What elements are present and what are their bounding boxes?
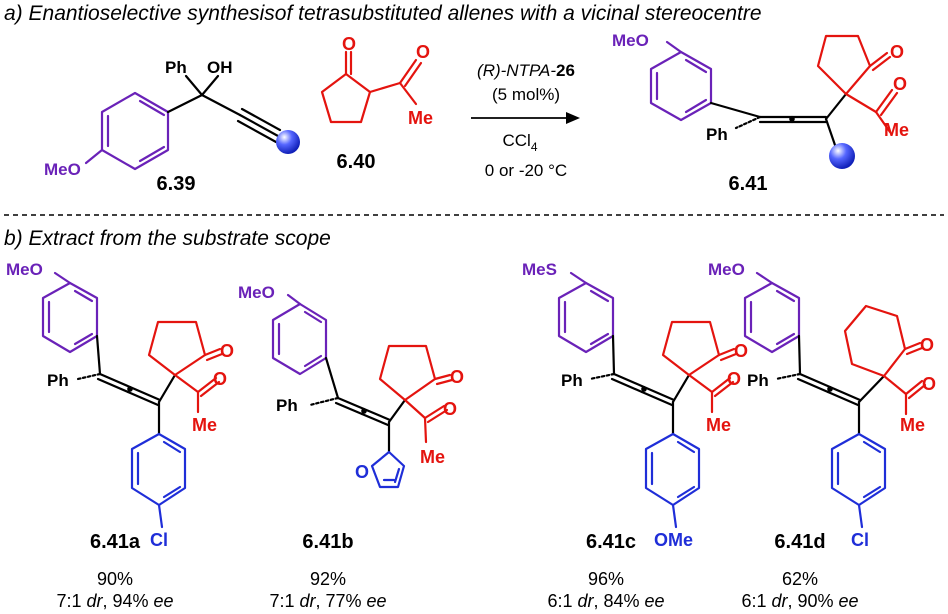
acetyl-o-label: O: [893, 74, 907, 94]
bottom-substituent-label: Cl: [150, 530, 168, 550]
compound-6-40-label: 6.40: [337, 151, 376, 173]
catalyst-loading-label: (5 mol%): [492, 85, 560, 104]
yield-label: 92%: [310, 569, 346, 589]
meo-label: MeO: [44, 160, 81, 179]
compound-6-39-label: 6.39: [157, 173, 196, 195]
ketone-o-label: O: [734, 341, 748, 361]
compound-6-41-label: 6.41: [729, 173, 768, 195]
oh-label: OH: [207, 58, 233, 77]
compound-id: 6.41a: [90, 531, 141, 553]
selectivity-label: 7:1 dr, 94% ee: [56, 591, 173, 611]
ketone-o-label: O: [450, 367, 464, 387]
reactant-6-40: O O Me 6.40: [320, 34, 433, 173]
section-a-title: a) Enantioselective synthesisof tetrasub…: [4, 2, 762, 25]
ketone-o-label: O: [220, 341, 234, 361]
product-6-41: MeO Ph O O Me 6.41: [612, 31, 909, 195]
yield-label: 90%: [97, 569, 133, 589]
me-label: Me: [192, 415, 217, 435]
top-substituent-label: MeO: [6, 260, 43, 279]
bottom-substituent-label: OMe: [654, 530, 693, 550]
ph-label: Ph: [276, 396, 298, 415]
ph-label: Ph: [561, 371, 583, 390]
ph-label: Ph: [47, 371, 69, 390]
top-substituent-label: MeO: [708, 260, 745, 279]
ketone-o-label: O: [920, 335, 934, 355]
me-label: Me: [706, 415, 731, 435]
me-label: Me: [408, 108, 433, 128]
me-label: Me: [884, 120, 909, 140]
meo-label: MeO: [612, 31, 649, 50]
yield-label: 62%: [782, 569, 818, 589]
acetyl-o-label: O: [727, 369, 741, 389]
compound-6-41a: MeO Ph O O Me Cl 6.41a 90% 7:1 dr, 94% e…: [6, 260, 234, 611]
me-label: Me: [900, 415, 925, 435]
compound-id: 6.41d: [774, 531, 825, 553]
ph-label: Ph: [706, 125, 728, 144]
selectivity-label: 6:1 dr, 90% ee: [741, 591, 858, 611]
ketone-o-label: O: [890, 42, 904, 62]
selectivity-label: 7:1 dr, 77% ee: [269, 591, 386, 611]
compound-6-41b: MeO Ph O O Me O 6.41b 92% 7:1 dr, 77% ee: [238, 283, 464, 611]
top-substituent-label: MeS: [522, 260, 557, 279]
ph-label: Ph: [165, 58, 187, 77]
acetyl-o-label: O: [443, 399, 457, 419]
furan-o-label: O: [355, 462, 369, 482]
ph-label: Ph: [747, 371, 769, 390]
acetyl-o-label: O: [213, 369, 227, 389]
acetyl-o-label: O: [416, 42, 430, 62]
selectivity-label: 6:1 dr, 84% ee: [547, 591, 664, 611]
top-substituent-label: MeO: [238, 283, 275, 302]
bottom-substituent-label: Cl: [851, 530, 869, 550]
catalyst-label: (R)-NTPA-26: [477, 61, 575, 80]
me-label: Me: [420, 447, 445, 467]
compound-6-41c: MeS Ph O O Me OMe 6.41c 96% 6:1 dr, 84% …: [522, 260, 748, 611]
yield-label: 96%: [588, 569, 624, 589]
temperature-label: 0 or -20 °C: [485, 161, 567, 180]
acetyl-o-label: O: [922, 374, 936, 394]
compound-id: 6.41b: [302, 531, 353, 553]
compound-id: 6.41c: [586, 531, 636, 553]
section-b-title: b) Extract from the substrate scope: [4, 227, 331, 250]
solvent-label: CCl4: [502, 131, 537, 154]
ketone-o-label: O: [342, 34, 356, 54]
substituent-ball-icon: [829, 143, 855, 169]
reactant-6-39: Ph OH MeO 6.39: [44, 58, 300, 195]
compound-6-41d: MeO Ph O O Me Cl 6.41d 62% 6:1 dr, 90% e…: [708, 260, 936, 611]
reaction-arrow: [471, 112, 580, 124]
substituent-ball-icon: [276, 130, 300, 154]
